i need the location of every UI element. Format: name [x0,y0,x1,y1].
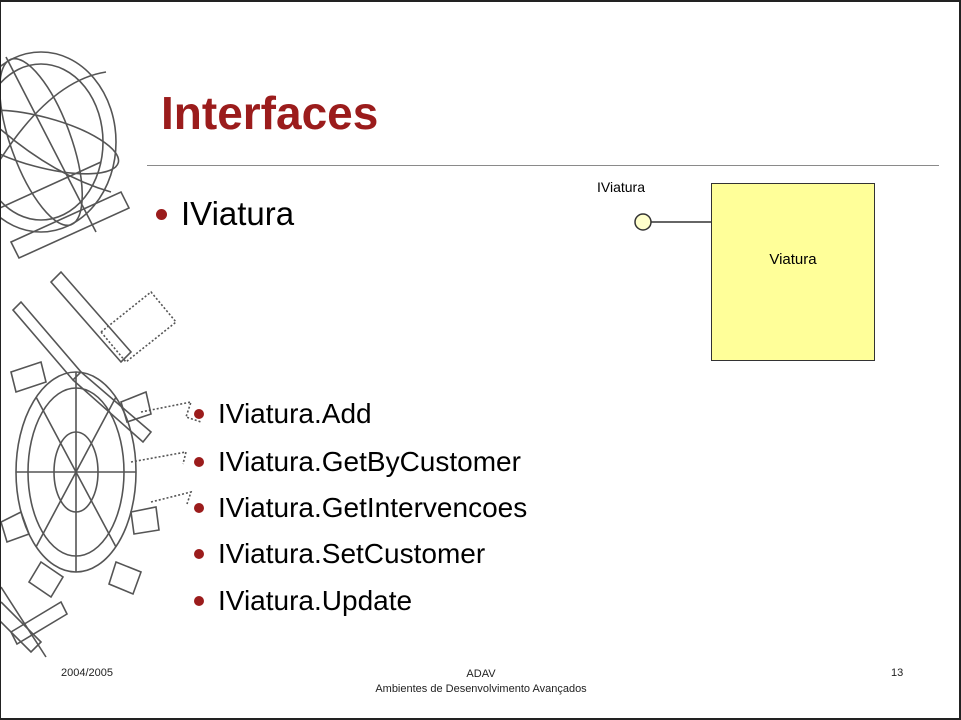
class-box: Viatura [711,183,875,361]
title-divider [147,165,939,166]
footer-course: ADAV Ambientes de Desenvolvimento Avança… [331,667,631,697]
sub-bullet: IViatura.GetByCustomer [194,446,521,478]
sub-bullet: IViatura.SetCustomer [194,538,485,570]
slide-title: Interfaces [161,87,379,139]
footer-course-name: Ambientes de Desenvolvimento Avançados [375,683,587,695]
bullet-icon [194,549,204,559]
bullet-icon [194,596,204,606]
sub-bullet-text: IViatura.SetCustomer [218,538,486,569]
interface-diagram [634,213,711,231]
interface-label: IViatura [597,179,645,195]
sub-bullet-text: IViatura.Update [218,585,413,616]
page-number: 13 [891,667,904,679]
sub-bullet: IViatura.GetIntervencoes [194,492,527,524]
sub-bullet: IViatura.Update [194,585,412,617]
bullet-icon [194,457,204,467]
decorative-engraving-icon [1,51,202,658]
main-bullet-text: IViatura [181,195,295,232]
footer-date: 2004/2005 [61,667,113,679]
sub-bullet-text: IViatura.Add [218,398,372,429]
sub-bullet-text: IViatura.GetIntervencoes [218,492,528,523]
class-name: Viatura [769,250,817,268]
sub-bullet: IViatura.Add [194,398,372,430]
bullet-icon [156,208,167,220]
sub-bullet-text: IViatura.GetByCustomer [218,446,521,477]
footer-course-code: ADAV [466,668,496,680]
main-bullet: IViatura [156,195,294,233]
bullet-icon [194,503,204,513]
interface-lollipop-icon [634,213,652,231]
bullet-icon [194,409,204,419]
